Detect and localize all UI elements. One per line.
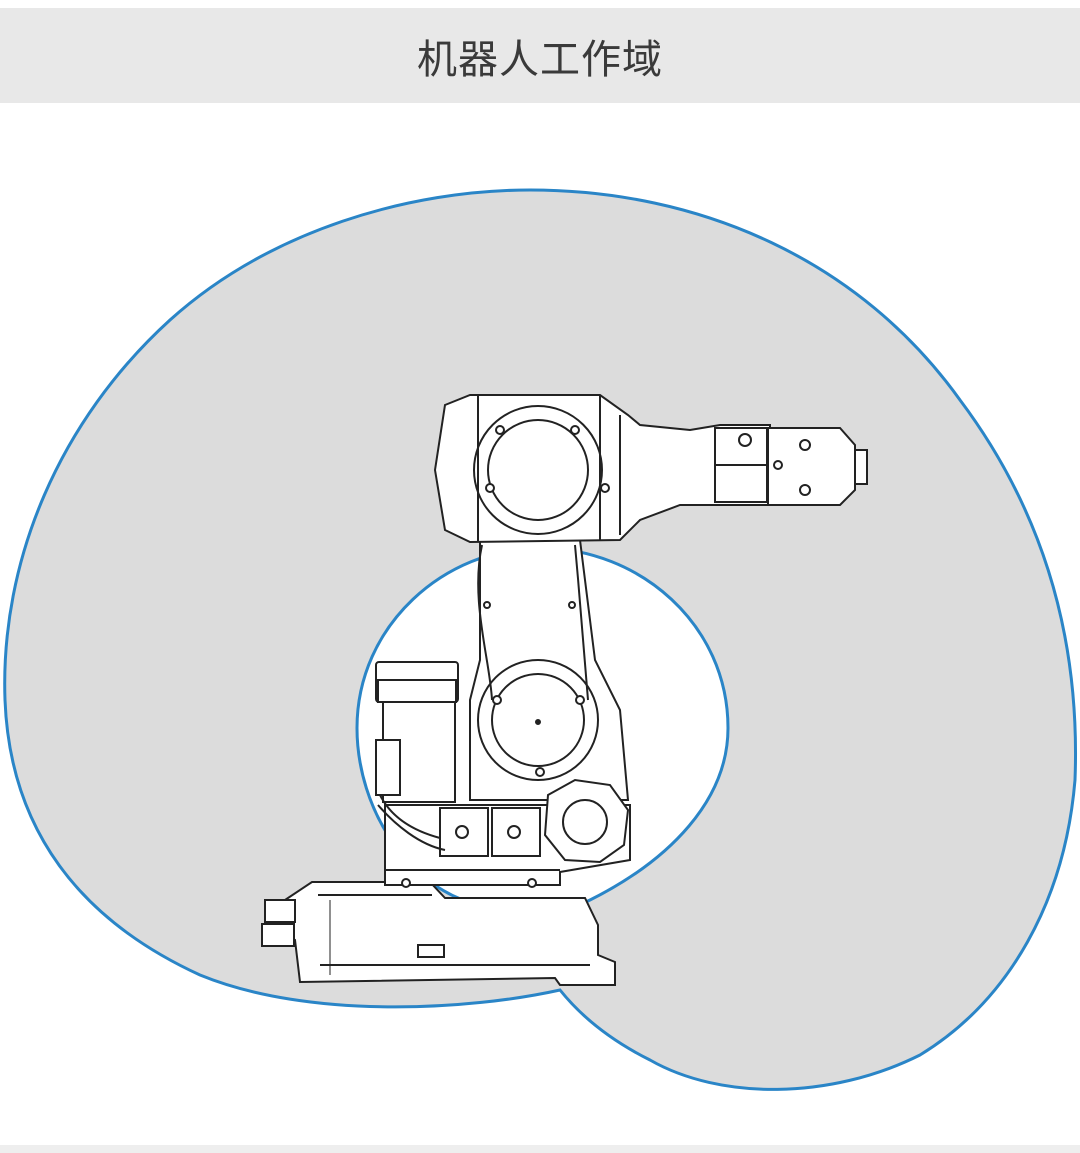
work-envelope-area [3, 188, 1077, 1091]
page-title: 机器人工作域 [417, 36, 663, 83]
robot-lower-arm [469, 539, 630, 801]
work-envelope-diagram [0, 103, 1080, 1145]
header-bar: 机器人工作域 [0, 8, 1080, 103]
robot-motor [375, 661, 459, 851]
top-margin [0, 0, 1080, 8]
bottom-divider [0, 1145, 1080, 1153]
robot-shoulder-joint [543, 778, 630, 864]
robot-wrist [714, 427, 868, 506]
robot-arm-illustration [261, 394, 868, 986]
robot-bolts [401, 425, 610, 888]
robot-base [261, 881, 616, 986]
diagram-svg [3, 188, 1077, 1091]
robot-upper-arm [433, 394, 771, 544]
